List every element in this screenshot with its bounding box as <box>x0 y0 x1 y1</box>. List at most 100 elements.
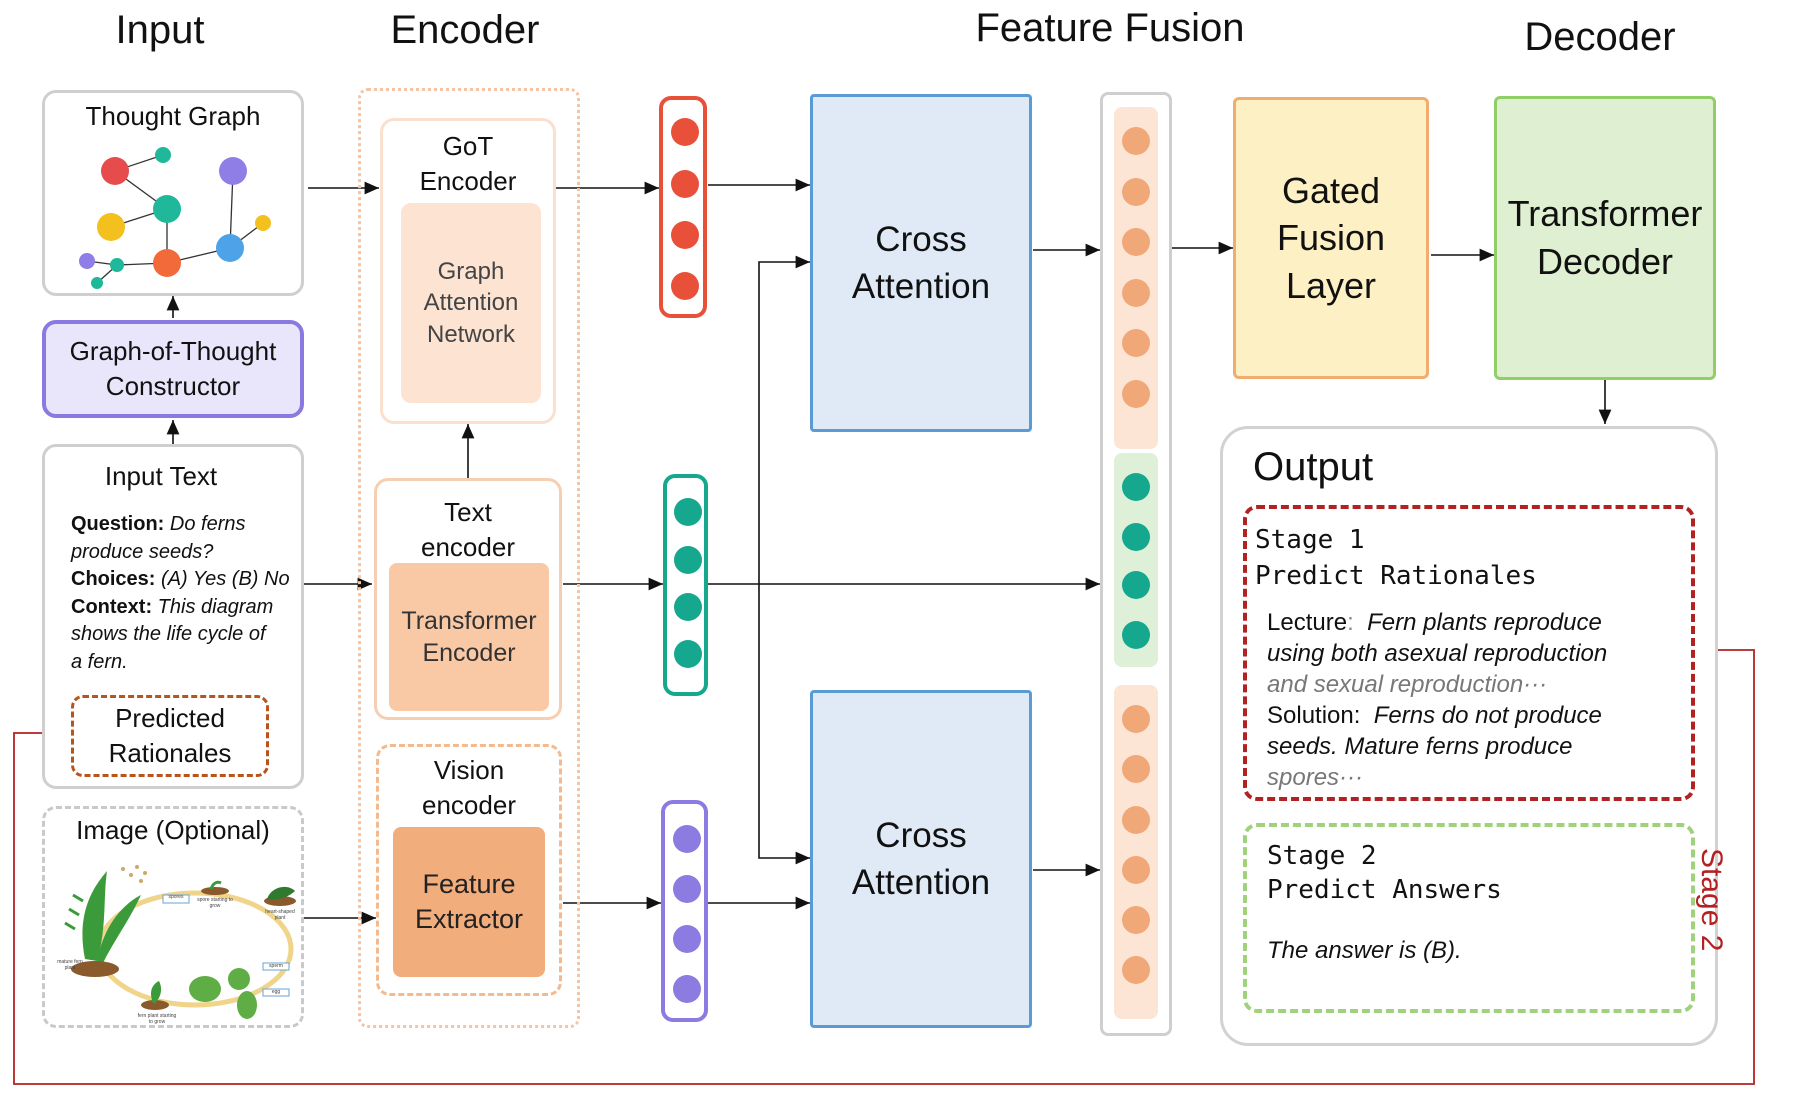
vision-encoder-box: Vision encoder Feature Extractor <box>376 744 562 996</box>
transformer-decoder-line1: Transformer <box>1507 193 1703 235</box>
image-label-fern-starting: fern plant starting to grow <box>137 1013 177 1025</box>
gated-fusion-line3: Layer <box>1285 264 1377 306</box>
gat-line2: Attention <box>423 289 519 317</box>
image-label-egg: egg <box>271 989 281 995</box>
image-label-heart-plant: heart-shaped plant <box>265 909 295 921</box>
cross-attention-top-line2: Attention <box>851 267 991 306</box>
vision-vector-dot <box>673 825 701 853</box>
gated-fusion-layer: Gated Fusion Layer <box>1233 97 1429 379</box>
node-red <box>101 157 129 185</box>
text-vector-dot <box>674 640 702 668</box>
output-title: Output <box>1253 445 1374 489</box>
context-text-1: This diagram <box>157 595 274 618</box>
got-vector-dot <box>671 221 699 249</box>
transformer-decoder-line2: Decoder <box>1536 241 1674 282</box>
fused-dot <box>1122 228 1150 256</box>
cross-attention-top: Cross Attention <box>810 94 1032 432</box>
gat-line3: Network <box>426 320 516 348</box>
fused-dot <box>1122 380 1150 408</box>
stage1-box: Stage 1 Predict Rationales Lecture: Fern… <box>1243 505 1695 801</box>
fused-dot <box>1122 956 1150 984</box>
input-text-title: Input Text <box>104 461 218 491</box>
got-encoder-line1: GoT <box>442 131 494 161</box>
text-vector-dot <box>674 593 702 621</box>
vision-encoder-line1: Vision <box>433 755 505 785</box>
got-constructor-box: Graph-of-Thought Constructor <box>42 320 304 418</box>
fused-dot <box>1122 856 1150 884</box>
solution-label: Solution <box>1267 702 1354 729</box>
predicted-rationales-box: Predicted Rationales <box>71 695 269 777</box>
stage1-subtitle: Predict Rationales <box>1255 561 1537 591</box>
lecture-text-3: and sexual reproduction··· <box>1267 671 1548 698</box>
transformer-encoder-line1: Transformer <box>401 606 537 635</box>
cross-attention-bottom-line2: Attention <box>851 863 991 902</box>
question-label: Question: <box>71 513 165 535</box>
question-text-1: Do ferns <box>169 513 246 535</box>
got-vector-dot <box>671 170 699 198</box>
choices-text: (A) Yes (B) No <box>161 568 290 590</box>
image-panel: Image (Optional) spores spore starting t… <box>42 806 304 1028</box>
gated-fusion-line2: Fusion <box>1276 217 1386 259</box>
vision-encoder-line2: encoder <box>422 790 516 821</box>
arrow-tealvec-to-ca1 <box>758 255 810 584</box>
got-constructor-line1: Graph-of-Thought <box>69 335 277 366</box>
text-vector-dot <box>674 546 702 574</box>
node-purple-small <box>79 253 95 269</box>
vision-vector-dot <box>673 975 701 1003</box>
arrow-tealvec-to-ca2 <box>758 584 810 865</box>
solution-text-3: spores··· <box>1267 764 1364 791</box>
node-orange <box>153 249 181 277</box>
feature-extractor-line2: Extractor <box>414 904 524 934</box>
text-encoder-box: Text encoder Transformer Encoder <box>374 478 562 720</box>
fused-dot <box>1122 906 1150 934</box>
context-text-3: a fern. <box>71 650 128 673</box>
gat-line1: Graph <box>437 258 505 286</box>
thought-graph-panel: Thought Graph <box>42 90 304 296</box>
image-label-spores: spores <box>168 894 184 900</box>
fused-segment-bottom <box>1114 685 1158 1019</box>
cross-attention-bottom-line1: Cross <box>875 815 967 855</box>
fused-dot-teal <box>1122 571 1150 599</box>
encoder-group <box>358 88 580 1028</box>
got-constructor-line2: Constructor <box>105 371 241 401</box>
node-blue <box>216 234 244 262</box>
fused-dot <box>1122 127 1150 155</box>
cross-attention-bottom: Cross Attention <box>810 690 1032 1028</box>
image-label-sperm: sperm <box>269 963 283 969</box>
predicted-rationales-line1: Predicted <box>115 702 225 733</box>
solution-text-1: Ferns do not produce <box>1373 702 1602 729</box>
gated-fusion-line1: Gated <box>1281 169 1381 211</box>
fused-dot <box>1122 279 1150 307</box>
context-text-2: shows the life cycle of <box>71 623 266 645</box>
predicted-rationales-line2: Rationales <box>108 738 232 768</box>
node-teal-small <box>155 147 171 163</box>
context-label: Context: <box>71 595 153 618</box>
fused-dot-teal <box>1122 473 1150 501</box>
feature-extractor-line1: Feature <box>422 868 516 899</box>
solution-colon: : <box>1353 702 1361 729</box>
got-encoder-line2: Encoder <box>419 166 517 197</box>
vision-vector-dot <box>673 875 701 903</box>
fused-dot <box>1122 755 1150 783</box>
lecture-text-1: Fern plants reproduce <box>1367 609 1602 636</box>
got-encoder-label: GoT Encoder <box>383 129 553 199</box>
stage1-content: Lecture: Fern plants reproduce using bot… <box>1267 607 1667 793</box>
fused-dot <box>1122 178 1150 206</box>
header-input: Input <box>115 8 205 52</box>
fused-feature-column <box>1100 92 1172 1036</box>
stage2-side-label: Stage 2 <box>1695 848 1728 952</box>
thought-graph-network <box>79 147 271 289</box>
got-vector-dot <box>671 118 699 146</box>
vision-feature-vector <box>661 800 708 1022</box>
lecture-label: Lecture <box>1267 609 1348 636</box>
transformer-encoder-box: Transformer Encoder <box>389 563 549 711</box>
fused-dot-teal <box>1122 621 1150 649</box>
question-text-2: produce seeds? <box>71 540 214 563</box>
text-encoder-label: Text encoder <box>377 495 559 565</box>
gat-box: Graph Attention Network <box>401 203 541 403</box>
vision-vector-dot <box>673 925 701 953</box>
transformer-decoder-box: Transformer Decoder <box>1494 96 1716 380</box>
feature-extractor-box: Feature Extractor <box>393 827 545 977</box>
got-encoder-box: GoT Encoder Graph Attention Network <box>380 118 556 424</box>
